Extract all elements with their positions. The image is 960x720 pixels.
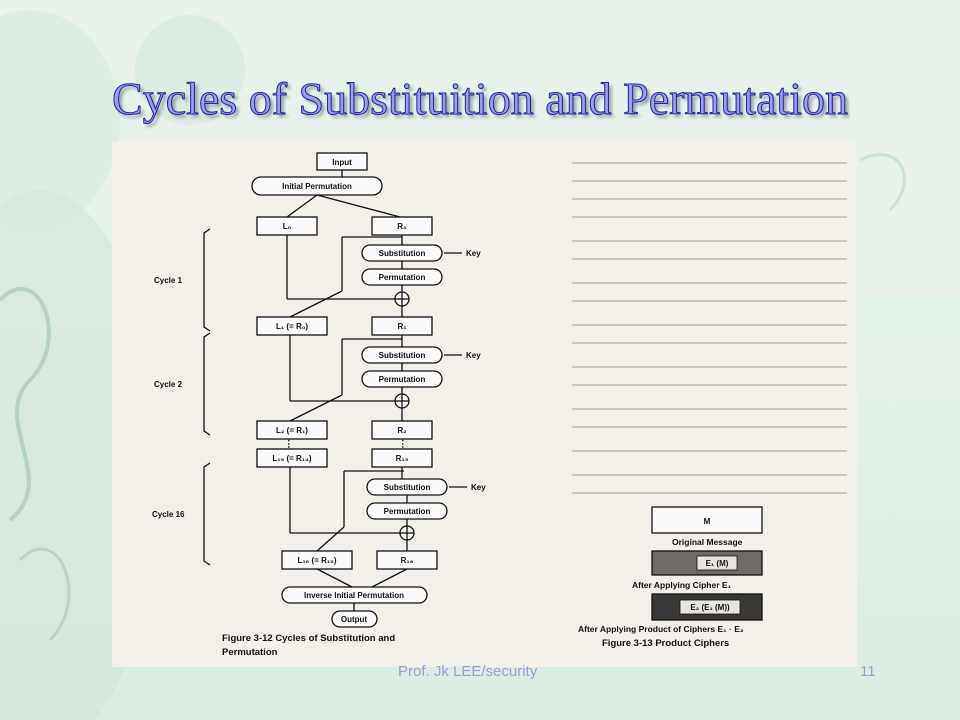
l2-box xyxy=(256,420,328,440)
permutation-2-label: Permutation xyxy=(379,375,426,384)
m-label: M xyxy=(704,517,711,526)
permutation-1-label: Permutation xyxy=(379,273,426,282)
output-label: Output xyxy=(341,615,368,624)
input-label: Input xyxy=(332,158,352,167)
figure-caption-3-12-line1: Figure 3-12 Cycles of Substitution and xyxy=(222,633,395,644)
footer-author: Prof. Jk LEE/security xyxy=(398,663,538,680)
inverse-permutation-label: Inverse Initial Permutation xyxy=(304,591,404,600)
substitution-2-label: Substitution xyxy=(379,351,426,360)
cycle2-bracket xyxy=(203,332,211,436)
permutation-16-label: Permutation xyxy=(384,507,431,516)
l1-label: L₁ (= R₀) xyxy=(276,322,308,331)
substitution-1-label: Substitution xyxy=(379,249,426,258)
initial-permutation-label: Initial Permutation xyxy=(282,182,352,191)
cycle2-label: Cycle 2 xyxy=(154,380,183,389)
product-cipher-box xyxy=(651,593,763,621)
l2-label: L₂ (= R₁) xyxy=(276,426,308,435)
after-cipher-e1-caption: After Applying Cipher E₁ xyxy=(632,580,732,590)
key-16-label: Key xyxy=(471,483,486,492)
l1-box xyxy=(256,316,328,336)
l0-label: L₀ xyxy=(283,222,292,231)
r15-label: R₁₅ xyxy=(396,454,409,463)
key-2-label: Key xyxy=(466,351,481,360)
r2-label: R₂ xyxy=(397,426,407,435)
ellipsis-left: ⋮ xyxy=(284,439,294,450)
cycle1-bracket xyxy=(203,228,211,332)
original-message-caption: Original Message xyxy=(672,537,743,547)
slide-title: Cycles of Substituition and Permutation xyxy=(112,73,849,125)
substitution-16-label: Substitution xyxy=(384,483,431,492)
l15-box xyxy=(256,448,328,468)
l16-label: L₁₆ (= R₁₅) xyxy=(297,556,336,565)
cycle16-bracket xyxy=(203,462,211,566)
figure-caption-3-13: Figure 3-13 Product Ciphers xyxy=(602,638,729,649)
background-text-lines xyxy=(572,162,847,494)
r2-box xyxy=(371,420,433,440)
r16-label: R₁₆ xyxy=(401,556,414,565)
figure-caption-3-12-line2: Permutation xyxy=(222,647,278,658)
cycle1-label: Cycle 1 xyxy=(154,276,183,285)
des-cycles-diagram: Input Initial Permutation L₀ R₀ Substitu… xyxy=(152,152,847,658)
page-number: 11 xyxy=(860,663,876,680)
ellipsis-right: ⋮ xyxy=(398,439,408,450)
r0-label: R₀ xyxy=(397,222,407,231)
e1-label: E₁ (M) xyxy=(706,559,729,568)
scanned-figure: Input Initial Permutation L₀ R₀ Substitu… xyxy=(112,141,857,667)
key-1-label: Key xyxy=(466,249,481,258)
e2-label: E₂ (E₁ (M)) xyxy=(690,603,730,612)
original-message-box xyxy=(651,506,763,534)
l15-label: L₁₅ (= R₁₄) xyxy=(272,454,312,463)
cycle16-label: Cycle 16 xyxy=(152,510,185,519)
r1-label: R₁ xyxy=(397,322,407,331)
output-box xyxy=(331,610,378,628)
after-product-caption: After Applying Product of Ciphers E₁ · E… xyxy=(578,624,744,634)
